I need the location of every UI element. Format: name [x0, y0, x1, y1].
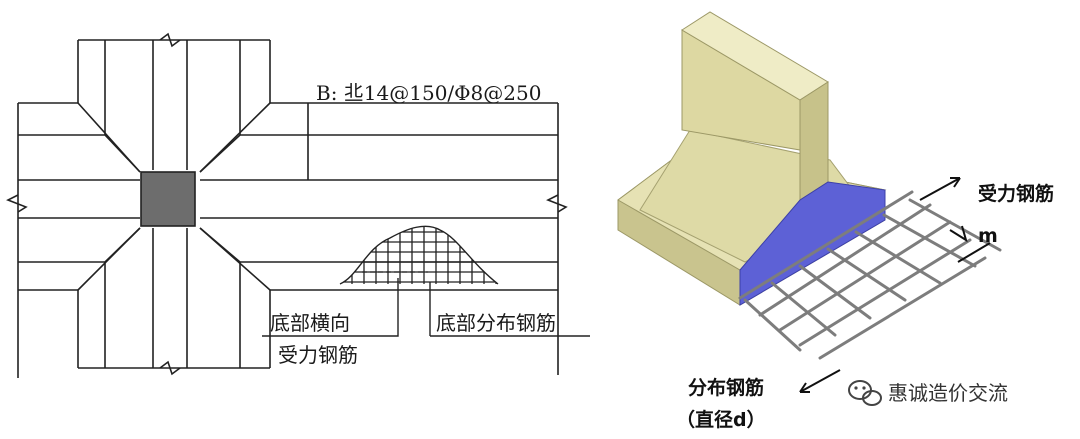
pad-ll-outline [18, 289, 79, 368]
dimension-arrows [799, 177, 991, 393]
leader-transverse [262, 278, 399, 337]
break-mark-left [6, 194, 28, 213]
distribution-arrow-line [799, 369, 841, 393]
break-mark-right [546, 194, 568, 213]
leader-distribution [429, 282, 590, 337]
label-diameter-d: （直径d） [676, 408, 766, 431]
rebar-grid-hatch [340, 226, 498, 284]
label-bottom-transverse-2: 受力钢筋 [278, 343, 358, 367]
rebar-mound-outline [339, 225, 499, 285]
pad-ul-inner [18, 134, 141, 173]
rebar-mesh [738, 190, 1002, 360]
stressed-arrowhead [950, 177, 961, 188]
break-mark-top [159, 32, 181, 48]
spec-label: B: 丠14@150/Φ8@250 [316, 81, 541, 105]
pad-ll-inner [18, 227, 141, 263]
column-square [140, 171, 196, 227]
stressed-arrow-line [919, 177, 961, 201]
label-stressed-rebar: 受力钢筋 [978, 182, 1054, 205]
m-dimension-line [957, 242, 991, 263]
watermark-text: 惠诚造价交流 [888, 381, 1008, 405]
label-spacing-m: m [978, 225, 998, 247]
label-bottom-distribution: 底部分布钢筋 [436, 311, 556, 335]
pad-ul-outline [18, 40, 79, 104]
m-arrowhead [949, 225, 968, 243]
distribution-arrowhead [799, 382, 810, 393]
wall-end-face [799, 81, 829, 201]
wechat-icon [848, 380, 882, 406]
iso-view [617, 11, 887, 306]
pad-ur-inner [199, 134, 558, 173]
plan-view [6, 32, 568, 378]
label-bottom-transverse-1: 底部横向 [270, 311, 350, 335]
label-distribution-rebar: 分布钢筋 [688, 376, 764, 399]
